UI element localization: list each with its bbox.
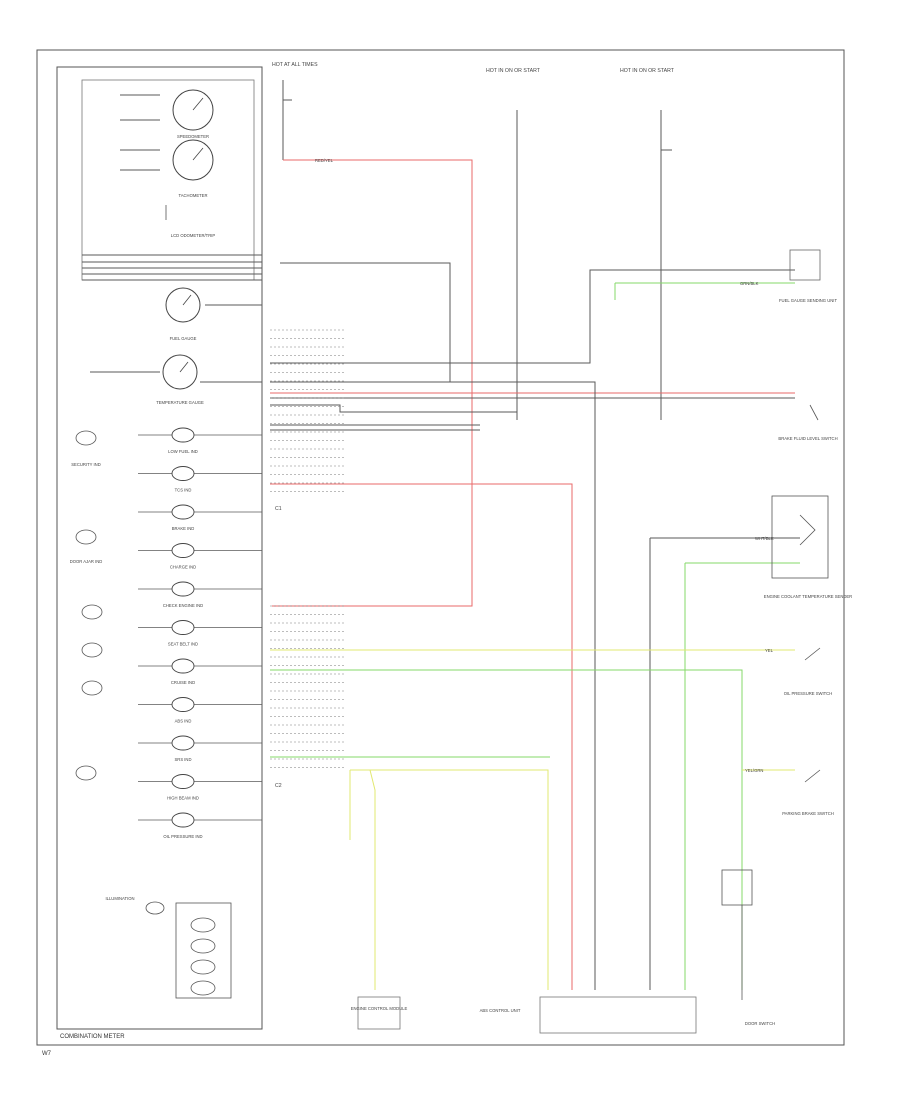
indicator-lamp [171,658,195,674]
indicator-lamp [171,504,195,520]
indicator-lamp-label: OIL PRESSURE IND [163,834,202,839]
door-ajar-label: DOOR AJAR IND [70,559,103,564]
fuel-gauge-label: FUEL GAUGE [170,336,197,341]
indicator-lamp-label: TCS IND [175,488,192,493]
yellow-wires [270,649,795,990]
indicator-lamp [171,620,195,635]
meter-title: COMBINATION METER [60,1034,125,1040]
indicator-lamp-label: SRS IND [175,757,192,762]
red-wires [270,159,795,990]
indicator-lamp-label: CHECK ENGINE IND [163,603,203,608]
tachometer: TACHOMETER [172,139,214,198]
temp-sender-label: ENGINE COOLANT TEMPERATURE SENDER [764,594,852,599]
tachometer-label: TACHOMETER [178,193,207,198]
wire-label-yel: YEL [765,648,774,653]
indicator-lamp [171,697,195,712]
meter-connector-wires [82,94,262,383]
connector-c1-pins [270,329,345,492]
gauge-cluster-box [81,79,255,281]
indicator-lamp [171,427,195,443]
illumination-block: ILLUMINATION [105,896,232,999]
abs-label: ABS CONTROL UNIT [480,1008,521,1013]
footer-code: W7 [42,1051,52,1057]
oil-switch: OIL PRESSURE SWITCH [784,647,832,696]
fuel-sender: FUEL GAUGE SENDING UNIT [779,249,837,303]
indicator-lamp [171,466,195,481]
brake-switch-label: BRAKE FLUID LEVEL SWITCH [778,436,837,441]
fuse-hot-run-1-label: HOT IN ON OR START [486,68,541,74]
indicator-lamp-label: ABS IND [175,719,192,724]
parking-brake-switch: PARKING BRAKE SWITCH [782,769,834,816]
oil-switch-label: OIL PRESSURE SWITCH [784,691,832,696]
brake-switch: BRAKE FLUID LEVEL SWITCH [778,404,838,441]
temp-gauge-label: TEMPERATURE GAUGE [156,400,204,405]
connector-c1-label: C1 [275,506,282,512]
indicator-lamp [171,581,195,597]
green-wires [270,282,800,990]
indicator-lamp-label: CRUISE IND [171,680,195,685]
speedometer: SPEEDOMETER [172,89,214,139]
fuses [282,80,672,420]
connector-c2-label: C2 [275,783,282,789]
indicator-lamp-label: CHARGE IND [170,565,196,570]
indicator-lamp-label: BRAKE IND [172,526,195,531]
wire-label-yel-grn: YEL/GRN [745,768,763,773]
security-lamp-label: SECURITY IND [71,462,100,467]
temp-sender: ENGINE COOLANT TEMPERATURE SENDER [764,495,852,599]
door-switch-label: DOOR SWITCH [745,1021,775,1026]
indicator-lamp [171,735,195,751]
connector-c2-pins [270,605,345,768]
indicator-lamp-label: SEAT BELT IND [168,642,198,647]
c1-dark-wires [270,262,800,990]
fuel-gauge: FUEL GAUGE [165,287,201,341]
indicator-lamp-label: LOW FUEL IND [168,449,198,454]
ecm-module: ENGINE CONTROL MODULE [351,996,408,1030]
combination-meter-box [56,66,263,1030]
illumination-label: ILLUMINATION [105,896,134,901]
indicator-lamp-label: HIGH BEAM IND [167,796,199,801]
wire-label-grn-blk: GRN/BLK [740,281,759,286]
indicator-lamp [171,774,195,789]
wire-label-red-yel: RED/YEL [315,158,334,163]
indicator-lamp [171,543,195,558]
indicator-lamp [171,812,195,828]
indicator-lamps: LOW FUEL IND TCS IND BRAKE IND CHARGE IND CH… [138,427,262,839]
side-lamps: SECURITY IND DOOR AJAR IND [70,430,103,781]
abs-module: ABS CONTROL UNIT [480,996,697,1034]
fuse-hot-run-2-label: HOT IN ON OR START [620,68,675,74]
speedometer-label: SPEEDOMETER [177,134,209,139]
door-switch: DOOR SWITCH [721,869,775,1026]
fuel-sender-label: FUEL GAUGE SENDING UNIT [779,298,837,303]
temperature-gauge: TEMPERATURE GAUGE [156,354,204,405]
fuse-hot-all-label: HOT AT ALL TIMES [272,62,318,68]
ecm-label: ENGINE CONTROL MODULE [351,1006,408,1011]
diagram-border [36,49,845,1046]
parking-brake-label: PARKING BRAKE SWITCH [782,811,834,816]
odometer-label: LCD ODOMETER/TRIP [171,233,216,238]
wire-label-wht-blk: WHT/BLK [755,536,774,541]
